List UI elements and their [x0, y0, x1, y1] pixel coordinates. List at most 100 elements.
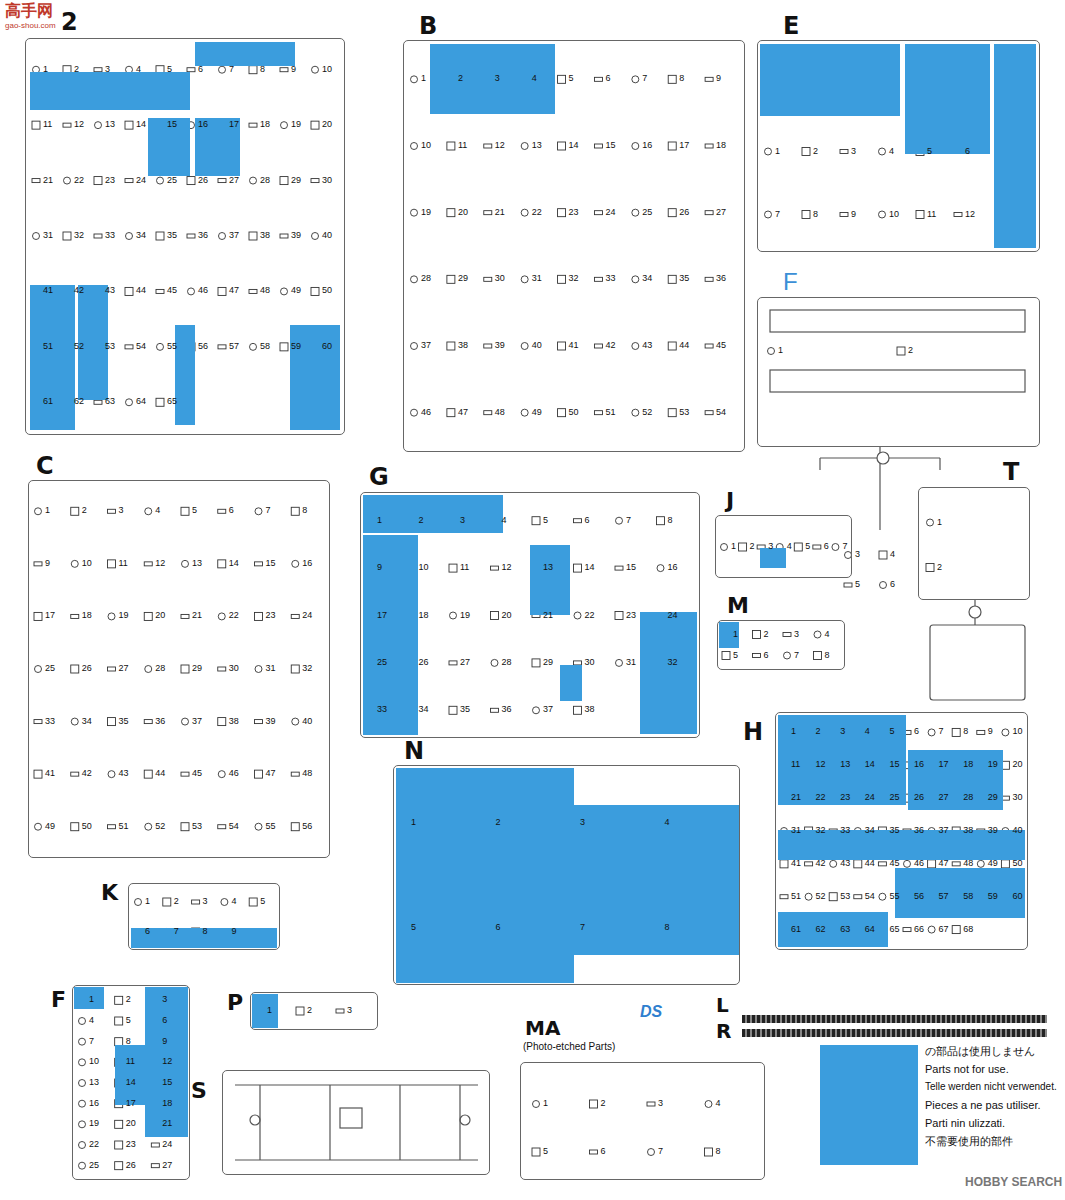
part-icon [250, 177, 257, 184]
part-icon [594, 77, 602, 81]
callout-number: 31 [266, 663, 276, 674]
part-icon [221, 899, 228, 906]
callout-number: 21 [791, 792, 801, 803]
part-icon [447, 142, 455, 150]
callout-number: 21 [495, 207, 505, 218]
part-icon [79, 1142, 86, 1149]
callout-number: 23 [626, 610, 636, 621]
callout-number: 1 [775, 146, 780, 157]
part-icon [291, 507, 299, 515]
callout-number: 14 [229, 558, 239, 569]
part-icon [928, 926, 935, 933]
callout-number: 43 [119, 768, 129, 779]
part-icon [840, 213, 848, 217]
callout-number: 41 [43, 285, 53, 296]
part-icon [218, 771, 225, 778]
part-icon [94, 234, 102, 238]
callout-number: 35 [119, 716, 129, 727]
callout-number: 22 [89, 1139, 99, 1150]
callout-number: 30 [229, 663, 239, 674]
callout-number: 27 [162, 1160, 172, 1171]
callout-number: 17 [229, 119, 239, 130]
callout-number: 5 [805, 541, 810, 552]
callout-number: 5 [543, 1146, 548, 1157]
part-icon [753, 654, 761, 658]
callout-number: 7 [775, 209, 780, 220]
callout-number: 28 [421, 273, 431, 284]
part-icon [181, 614, 189, 618]
part-icon [115, 1141, 123, 1149]
callout-number: 3 [794, 629, 799, 640]
part-icon [521, 209, 528, 216]
callout-number: 10 [421, 140, 431, 151]
part-icon [280, 177, 288, 185]
part-icon [249, 898, 257, 906]
callout-number: 49 [532, 407, 542, 418]
callout-number: 31 [626, 657, 636, 668]
callout-number: 36 [198, 230, 208, 241]
callout-number: 4 [532, 73, 537, 84]
callout-number: 11 [126, 1056, 135, 1067]
callout-number: 7 [626, 515, 631, 526]
callout-number: 5 [733, 650, 738, 661]
callout-number: 8 [126, 1036, 131, 1047]
part-icon [187, 68, 195, 72]
part-icon [281, 288, 288, 295]
callout-number: 26 [679, 207, 689, 218]
callout-number: 13 [543, 562, 553, 573]
callout-number: 35 [889, 825, 899, 836]
callout-number: 18 [716, 140, 726, 151]
part-icon [71, 665, 79, 673]
callout-number: 16 [668, 562, 678, 573]
callout-number: 16 [302, 558, 312, 569]
callout-number: 34 [642, 273, 652, 284]
part-icon [879, 148, 886, 155]
callout-number: 20 [126, 1118, 136, 1129]
callout-number: 50 [569, 407, 579, 418]
part-icon [447, 342, 455, 350]
callout-number: 34 [136, 230, 146, 241]
part-icon [705, 277, 713, 281]
callout-number: 32 [74, 230, 84, 241]
legend-swatch [820, 1045, 918, 1065]
part-icon [447, 275, 455, 283]
callout-number: 7 [658, 1146, 663, 1157]
callout-number: 8 [813, 209, 818, 220]
callout-number: 1 [778, 345, 783, 356]
callout-number: 58 [963, 891, 973, 902]
callout-number: 42 [605, 340, 615, 351]
part-icon [108, 825, 116, 829]
part-icon [802, 211, 810, 219]
sprue-letter: 2 [61, 9, 78, 35]
callout-number: 5 [543, 515, 548, 526]
callout-number: 5 [927, 146, 932, 157]
part-icon [532, 517, 540, 525]
callout-number: 51 [119, 821, 129, 832]
callout-number: 40 [532, 340, 542, 351]
callout-number: 57 [229, 341, 239, 352]
part-icon [411, 209, 418, 216]
part-icon [126, 399, 133, 406]
part-icon [632, 76, 639, 83]
callout-number: 19 [89, 1118, 99, 1129]
part-icon [145, 666, 152, 673]
sprue-letter: P [227, 991, 243, 1015]
part-icon [632, 143, 639, 150]
callout-number: 7 [794, 650, 799, 661]
sprue-letter: T [1003, 459, 1019, 485]
part-icon [94, 177, 102, 185]
part-icon [916, 211, 924, 219]
part-icon [94, 68, 102, 72]
callout-number: 6 [229, 505, 234, 516]
callout-number: 54 [865, 891, 875, 902]
part-icon [854, 895, 862, 899]
part-icon [903, 928, 911, 932]
callout-number: 19 [460, 610, 470, 621]
callout-number: 22 [74, 175, 84, 186]
callout-number: 7 [580, 922, 585, 933]
sprue-letter: J [726, 489, 734, 513]
callout-number: 38 [458, 340, 468, 351]
part-icon [115, 996, 123, 1004]
part-icon [125, 287, 133, 295]
part-icon [632, 276, 639, 283]
